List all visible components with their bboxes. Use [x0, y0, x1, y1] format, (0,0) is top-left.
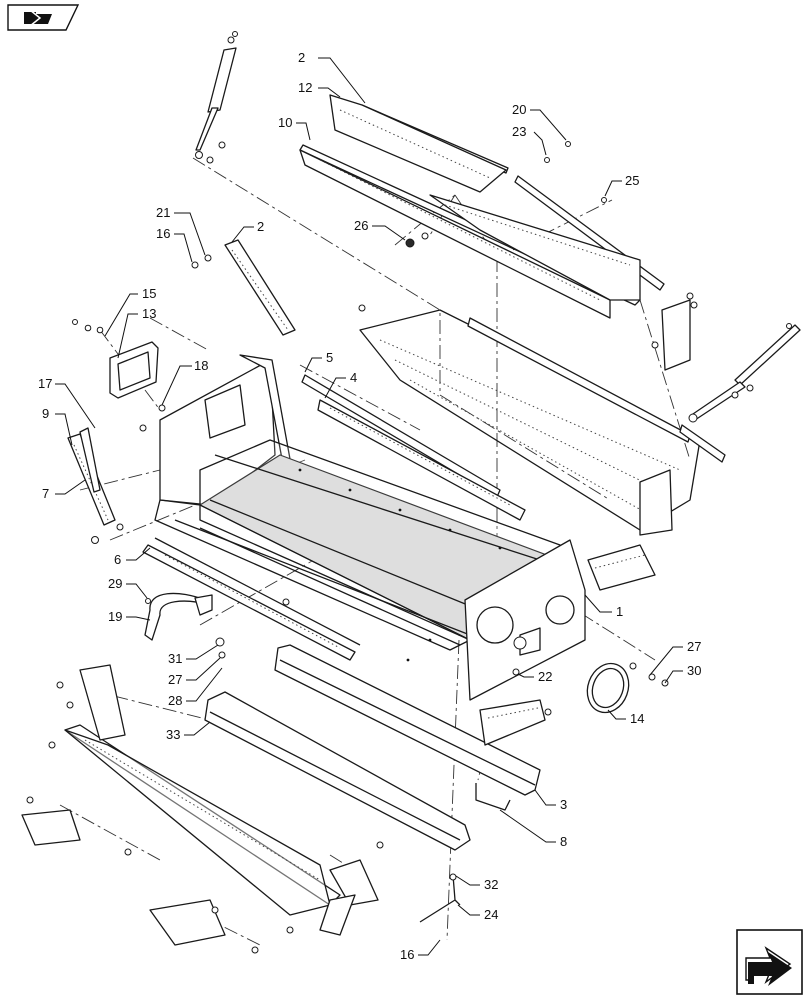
callout-24: 24 [484, 907, 498, 922]
callout-10: 10 [278, 115, 292, 130]
part-14-ring [586, 662, 630, 714]
callout-22: 22 [538, 669, 552, 684]
callout-27-right: 27 [687, 639, 701, 654]
part-1-trough-frame [154, 354, 586, 701]
callout-12: 12 [298, 80, 312, 95]
callout-30: 30 [687, 663, 701, 678]
part-13-gasket [72, 319, 159, 399]
callout-9: 9 [42, 406, 49, 421]
callout-1: 1 [616, 604, 623, 619]
right-upper-bracket [651, 292, 698, 371]
callout-11: 2 [298, 50, 305, 65]
leader-lines [55, 57, 683, 956]
part-6-flange [142, 537, 361, 661]
callout-18: 18 [194, 358, 208, 373]
callout-5: 5 [326, 350, 333, 365]
part-2-strip [224, 239, 296, 336]
callout-2: 2 [257, 219, 264, 234]
book-pointer-icon[interactable] [7, 4, 80, 31]
callout-16-bottom: 16 [400, 947, 414, 962]
callout-7: 7 [42, 486, 49, 501]
callout-17: 17 [38, 376, 52, 391]
lower-left-skid-plate [21, 664, 384, 954]
upper-cover-panel [429, 194, 641, 301]
callout-33: 33 [166, 727, 180, 742]
callout-20: 20 [512, 102, 526, 117]
callout-13: 13 [142, 306, 156, 321]
part-4-plate [317, 399, 526, 521]
rear-trough-cover [359, 309, 726, 536]
gas-spring-left [195, 31, 238, 164]
callout-8: 8 [560, 834, 567, 849]
callout-19: 19 [108, 609, 122, 624]
fasteners [91, 141, 669, 716]
part-24-rod [419, 873, 461, 923]
callout-27-left: 27 [168, 672, 182, 687]
callout-31: 31 [168, 651, 182, 666]
callout-21: 21 [156, 205, 170, 220]
callout-29: 29 [108, 576, 122, 591]
part-9-strip [79, 427, 101, 493]
callout-16-top: 16 [156, 226, 170, 241]
part-33-cover [204, 691, 471, 851]
lower-right-angle-bracket [479, 699, 546, 746]
callout-25: 25 [625, 173, 639, 188]
callout-23: 23 [512, 124, 526, 139]
callout-32: 32 [484, 877, 498, 892]
callout-14: 14 [630, 711, 644, 726]
callout-26: 26 [354, 218, 368, 233]
right-lower-bracket [587, 544, 656, 591]
callout-6: 6 [114, 552, 121, 567]
callout-15: 15 [142, 286, 156, 301]
callout-labels: 2 12 10 20 23 25 26 21 16 2 15 13 18 17 … [38, 50, 701, 962]
callout-4: 4 [350, 370, 357, 385]
gas-spring-right [688, 323, 801, 423]
callout-28: 28 [168, 693, 182, 708]
part-8-rod [475, 783, 511, 811]
callout-3: 3 [560, 797, 567, 812]
part-12-panel [329, 94, 507, 193]
part-19-saddle [144, 592, 213, 641]
next-page-arrow-icon[interactable] [736, 929, 803, 995]
